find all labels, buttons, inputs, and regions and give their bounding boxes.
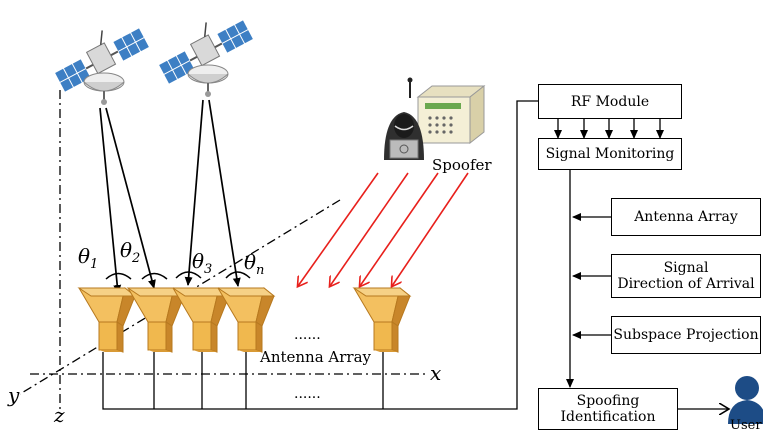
angle-arc: [175, 271, 202, 279]
spoof-signal-line: [330, 172, 409, 286]
bus-to-rf-module: [102, 100, 538, 410]
subspace-projection-label: Subspace Projection: [613, 327, 759, 343]
satellite-1-icon: [46, 13, 151, 106]
antenna-array-box: Antenna Array: [611, 198, 761, 236]
y-axis-line: [19, 199, 341, 395]
theta-2-label: θ2: [120, 238, 141, 266]
spoofing-signals: [298, 172, 469, 286]
signal-line: [99, 107, 122, 294]
antenna-element: [78, 287, 136, 353]
antenna-array-label: Antenna Array: [260, 348, 372, 366]
spoof-signal-line: [360, 172, 439, 286]
antenna-element: [217, 287, 275, 353]
antenna-array-box-label: Antenna Array: [634, 209, 738, 225]
satellite-signals: [99, 99, 241, 294]
antenna-element: [127, 287, 185, 353]
spoofing-label-line2: Identification: [560, 409, 656, 425]
satellite-2-icon: [150, 5, 255, 98]
signal-monitoring-box: Signal Monitoring: [538, 138, 682, 170]
doa-label-line1: Signal: [663, 260, 709, 276]
signal-line: [184, 99, 204, 286]
signal-monitoring-label: Signal Monitoring: [545, 146, 675, 162]
antenna-element: [353, 287, 411, 353]
rf-module-box: RF Module: [538, 84, 682, 119]
signal-line: [105, 107, 156, 289]
angle-arcs: [105, 271, 251, 280]
antenna-element: [172, 287, 230, 353]
flow-connectors: [554, 119, 728, 409]
doa-label-line2: Direction of Arrival: [617, 276, 755, 292]
theta-1-label: θ1: [78, 244, 99, 272]
coordinate-axes: [19, 90, 426, 410]
z-axis-label: z: [54, 403, 65, 427]
angle-arc: [141, 272, 168, 280]
spoofing-label-line1: Spoofing: [576, 393, 640, 409]
theta-n-label: θn: [244, 250, 265, 278]
subspace-projection-box: Subspace Projection: [611, 316, 761, 354]
user-label: User: [730, 418, 762, 433]
spoofer-label: Spoofer: [432, 156, 492, 174]
antenna-feed-bus: [102, 100, 538, 410]
spoofer-icon: [384, 77, 486, 160]
spoofing-identification-box: Spoofing Identification: [538, 388, 678, 430]
x-axis-label: x: [430, 361, 442, 385]
angle-arc: [225, 271, 251, 279]
rf-module-label: RF Module: [570, 93, 650, 110]
spoof-signal-line: [298, 172, 379, 286]
signal-line: [208, 99, 241, 287]
user-icon: [728, 376, 763, 424]
ellipsis-top: ......: [294, 327, 321, 343]
theta-3-label: θ3: [192, 249, 213, 277]
y-axis-label: y: [8, 383, 20, 407]
spoof-signal-line: [392, 172, 469, 286]
angle-arc: [105, 272, 132, 280]
ellipsis-bottom: ......: [294, 386, 321, 402]
doa-box: Signal Direction of Arrival: [611, 254, 761, 298]
